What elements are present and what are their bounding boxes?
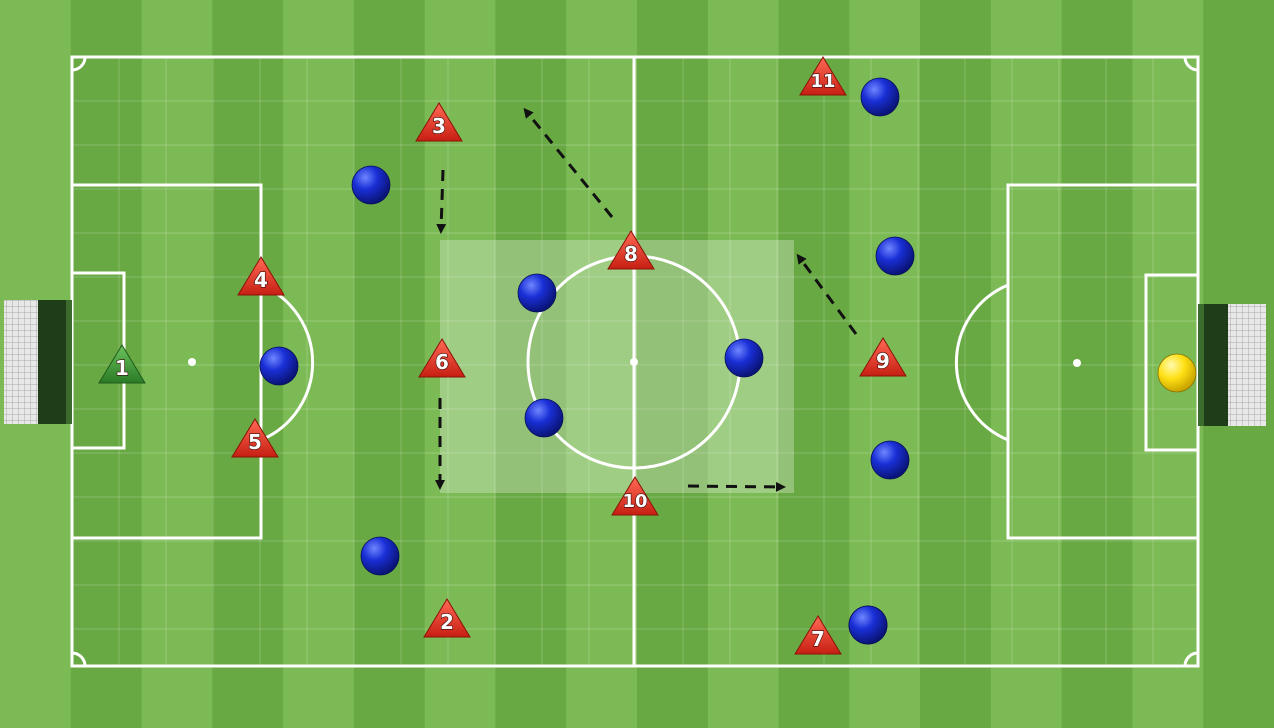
movement-arrows bbox=[435, 107, 858, 492]
right-goal bbox=[1198, 304, 1266, 426]
right-penalty-arc bbox=[954, 283, 1009, 442]
player-number-label: 8 bbox=[624, 242, 638, 266]
player-2-marker: 2 bbox=[423, 598, 471, 638]
center-spot bbox=[630, 358, 638, 366]
player-number-label: 6 bbox=[435, 350, 449, 374]
corner-arc-br bbox=[1183, 651, 1199, 667]
player-number-label: 4 bbox=[254, 268, 268, 292]
run-arrow-9 bbox=[796, 253, 858, 335]
player-number-label: 10 bbox=[622, 491, 647, 512]
left-goal bbox=[4, 300, 72, 424]
defender-marker bbox=[351, 165, 391, 205]
player-number-label: 2 bbox=[440, 610, 454, 634]
defender-marker bbox=[724, 338, 764, 378]
attackers: 1 2 3 4 5 6 7 8 9 10 11 bbox=[98, 56, 907, 655]
right-penalty-spot bbox=[1073, 359, 1081, 367]
defenders bbox=[259, 77, 915, 645]
corner-arc-tr bbox=[1183, 56, 1199, 72]
defender-marker bbox=[860, 77, 900, 117]
defender-marker bbox=[875, 236, 915, 276]
player-number-label: 3 bbox=[432, 114, 446, 138]
defender-marker bbox=[870, 440, 910, 480]
corner-arc-tl bbox=[71, 56, 87, 72]
left-penalty-arc bbox=[260, 283, 315, 442]
defender-marker bbox=[524, 398, 564, 438]
defender-marker bbox=[360, 536, 400, 576]
player-3-marker: 3 bbox=[415, 102, 463, 142]
player-8-marker: 8 bbox=[607, 230, 655, 270]
player-9-marker: 9 bbox=[859, 337, 907, 377]
player-5-marker: 5 bbox=[231, 418, 279, 458]
player-number-label: 5 bbox=[248, 430, 262, 454]
player-11-marker: 11 bbox=[799, 56, 847, 96]
player-4-marker: 4 bbox=[237, 256, 285, 296]
defender-marker bbox=[517, 273, 557, 313]
defender-marker bbox=[259, 346, 299, 386]
defender-marker bbox=[848, 605, 888, 645]
run-arrow-8 bbox=[523, 107, 614, 218]
player-number-label: 7 bbox=[811, 627, 825, 651]
left-penalty-spot bbox=[188, 358, 196, 366]
player-6-marker: 6 bbox=[418, 338, 466, 378]
player-7-marker: 7 bbox=[794, 615, 842, 655]
player-number-label: 9 bbox=[876, 349, 890, 373]
corner-arc-bl bbox=[71, 651, 87, 667]
player-10-marker: 10 bbox=[611, 476, 659, 516]
run-arrow-3 bbox=[436, 169, 447, 234]
player-number-label: 1 bbox=[115, 356, 129, 380]
run-arrow-10 bbox=[687, 481, 786, 492]
goalkeeper-marker: 1 bbox=[98, 344, 146, 384]
player-number-label: 11 bbox=[810, 71, 835, 92]
ball bbox=[1157, 353, 1197, 393]
